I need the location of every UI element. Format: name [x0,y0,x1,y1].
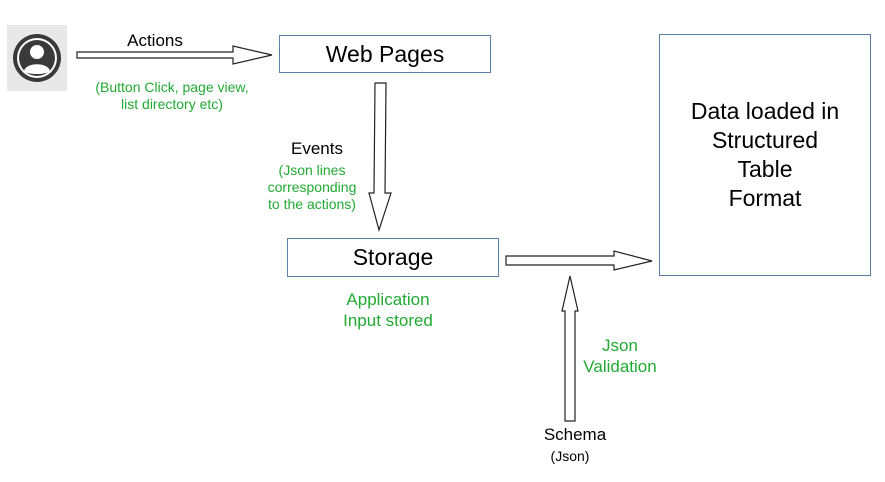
json-validation-line-1: Json [602,336,638,355]
output-line-2: Structured [711,127,819,153]
storage-note-line-1: Application [346,290,430,309]
storage-label: Storage [352,244,434,270]
output-line-1: Data loaded in [690,98,840,124]
arrow-user-to-webpages [76,45,273,65]
storage-box: Storage [287,238,499,277]
events-label: Events [291,139,343,158]
arrow-webpages-to-storage [368,82,392,233]
schema-format-label: (Json) [550,448,590,464]
structured-table-box: Data loaded in Structured Table Format [659,34,871,276]
storage-note-line-2: Input stored [343,311,433,330]
user-avatar-icon [7,25,67,91]
events-detail-line-1: (Json lines [278,162,346,178]
actions-detail-line-2: list directory etc) [121,96,223,112]
actions-detail-line-1: (Button Click, page view, [95,79,249,95]
events-detail-line-2: corresponding [267,179,357,195]
arrow-schema-to-validation [561,275,579,422]
schema-label: Schema [543,425,607,444]
arrow-storage-to-output [505,250,653,271]
web-pages-label: Web Pages [325,40,445,67]
output-line-4: Format [728,185,802,211]
web-pages-box: Web Pages [279,35,491,73]
json-validation-line-2: Validation [583,357,657,376]
output-line-3: Table [737,156,793,182]
actions-label: Actions [127,31,183,50]
events-detail-line-3: to the actions) [268,196,356,212]
